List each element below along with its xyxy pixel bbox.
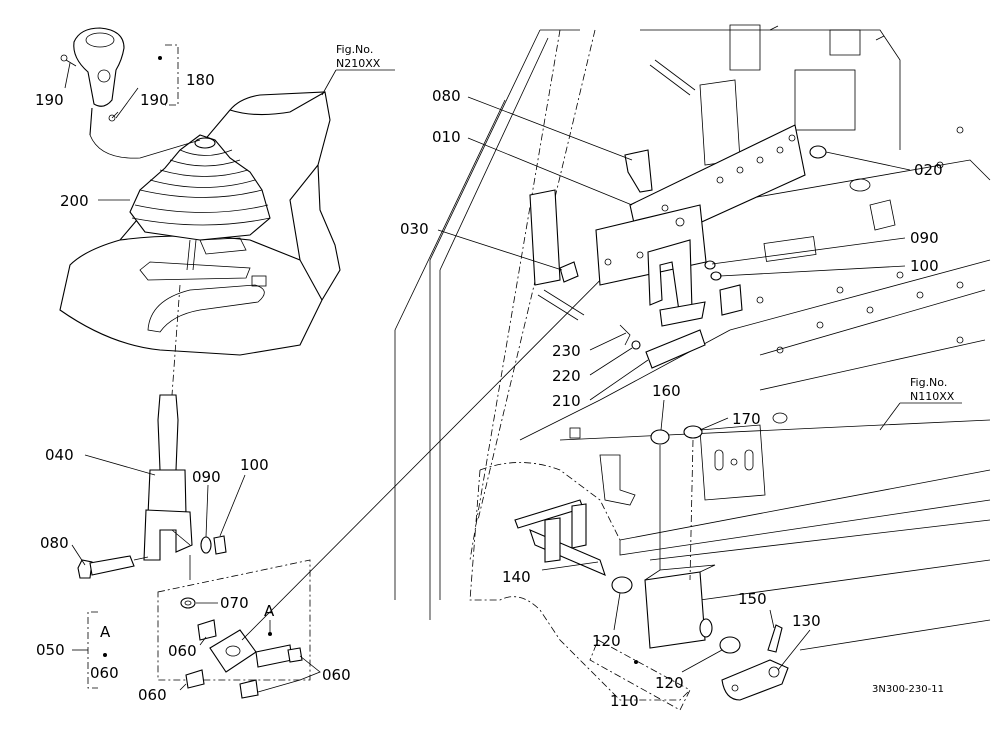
callout-150: 150 — [738, 590, 767, 608]
fig-ref-right-line2: N110XX — [910, 390, 955, 403]
callout-200: 200 — [60, 192, 89, 210]
linkage-assembly — [157, 559, 311, 699]
callout-090-right: 090 — [910, 229, 939, 247]
leader-lines — [64, 62, 911, 693]
callout-labels: 180 190 190 200 040 080 090 100 070 050 … — [35, 71, 943, 710]
dot-050 — [103, 653, 107, 657]
shift-boot — [129, 134, 271, 271]
console-housing — [59, 91, 341, 356]
callout-160: 160 — [652, 382, 681, 400]
callout-140: 140 — [502, 568, 531, 586]
callout-230: 230 — [552, 342, 581, 360]
callout-080-left: 080 — [40, 534, 69, 552]
group-bracket-180 — [165, 44, 179, 106]
clip-parts — [619, 324, 706, 369]
callout-060-b: 060 — [138, 686, 167, 704]
callout-210: 210 — [552, 392, 581, 410]
fig-ref-upper-line1: Fig.No. — [336, 43, 373, 56]
callout-190-a: 190 — [35, 91, 64, 109]
callout-220: 220 — [552, 367, 581, 385]
callout-a: A — [264, 602, 275, 620]
callout-070: 070 — [220, 594, 249, 612]
callout-120-b: 120 — [655, 674, 684, 692]
callout-130: 130 — [792, 612, 821, 630]
shift-knob — [60, 27, 201, 159]
assembly-leader-line — [241, 211, 669, 641]
callout-180: 180 — [186, 71, 215, 89]
washer-nut-left — [200, 535, 227, 555]
callout-020: 020 — [914, 161, 943, 179]
callout-100-right: 100 — [910, 257, 939, 275]
callout-190-b: 190 — [140, 91, 169, 109]
fig-ref-right: Fig.No. N110XX — [879, 376, 962, 431]
fig-ref-upper-line2: N210XX — [336, 57, 381, 70]
callout-110: 110 — [610, 692, 639, 710]
drawing-code: 3N300-230-11 — [872, 684, 944, 695]
callout-050-a: A — [100, 623, 111, 641]
chassis-frame — [394, 24, 991, 701]
fig-ref-right-line1: Fig.No. — [910, 376, 947, 389]
callout-040: 040 — [45, 446, 74, 464]
callout-010: 010 — [432, 128, 461, 146]
callout-050: 050 — [36, 641, 65, 659]
dot-180 — [158, 56, 162, 60]
callout-090-left: 090 — [192, 468, 221, 486]
bracket-assembly — [529, 124, 827, 327]
callout-060-c: 060 — [322, 666, 351, 684]
callout-050-060: 060 — [90, 664, 119, 682]
callout-120-a: 120 — [592, 632, 621, 650]
callout-170: 170 — [732, 410, 761, 428]
callout-100-left: 100 — [240, 456, 269, 474]
bolt-080-left — [77, 555, 149, 579]
callout-030: 030 — [400, 220, 429, 238]
callout-080-right: 080 — [432, 87, 461, 105]
fig-ref-upper: Fig.No. N210XX — [321, 43, 395, 96]
callout-060-a: 060 — [168, 642, 197, 660]
shift-lever — [143, 284, 193, 580]
